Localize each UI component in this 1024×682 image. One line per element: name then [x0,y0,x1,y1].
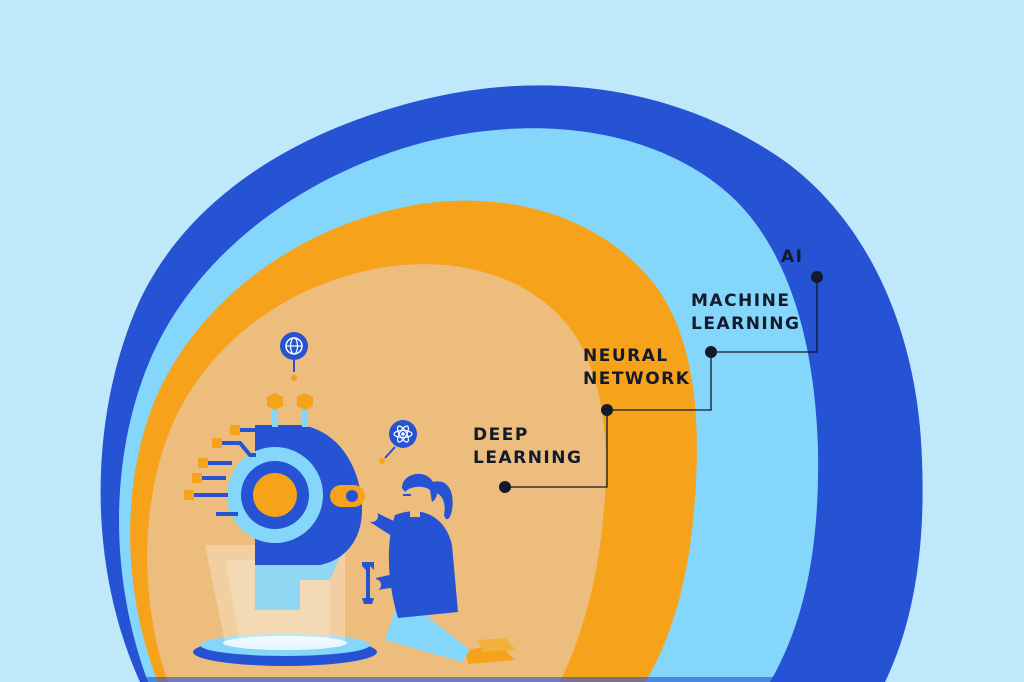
connector-neural-network [505,410,608,488]
label-neural-network-line-2: NETWORK [583,369,691,389]
label-deep-learning-line-1: DEEP [473,425,529,445]
label-ai-line-1: AI [781,247,804,267]
ground-strip [140,677,885,682]
hologram-pad [193,545,377,666]
connector-machine-learning [607,352,712,411]
label-deep-learning: DEEP LEARNING [473,424,582,470]
dot-deep-learning [499,481,511,493]
label-neural-network-line-1: NEURAL [583,346,669,366]
label-deep-learning-line-2: LEARNING [473,448,583,468]
dot-ai [811,271,823,283]
connector-ai [711,277,818,353]
label-ai: AI [781,246,803,269]
robot-head-illustration [184,393,365,610]
atom-icon [379,420,417,464]
label-machine-learning-line-1: MACHINE [691,291,791,311]
label-machine-learning-line-2: LEARNING [691,314,801,334]
globe-icon [280,332,308,381]
dot-neural-network [601,404,613,416]
dot-machine-learning [705,346,717,358]
person-illustration [366,473,516,664]
label-neural-network: NEURAL NETWORK [583,345,690,391]
label-machine-learning: MACHINE LEARNING [691,290,800,336]
wrench-icon [362,562,374,604]
